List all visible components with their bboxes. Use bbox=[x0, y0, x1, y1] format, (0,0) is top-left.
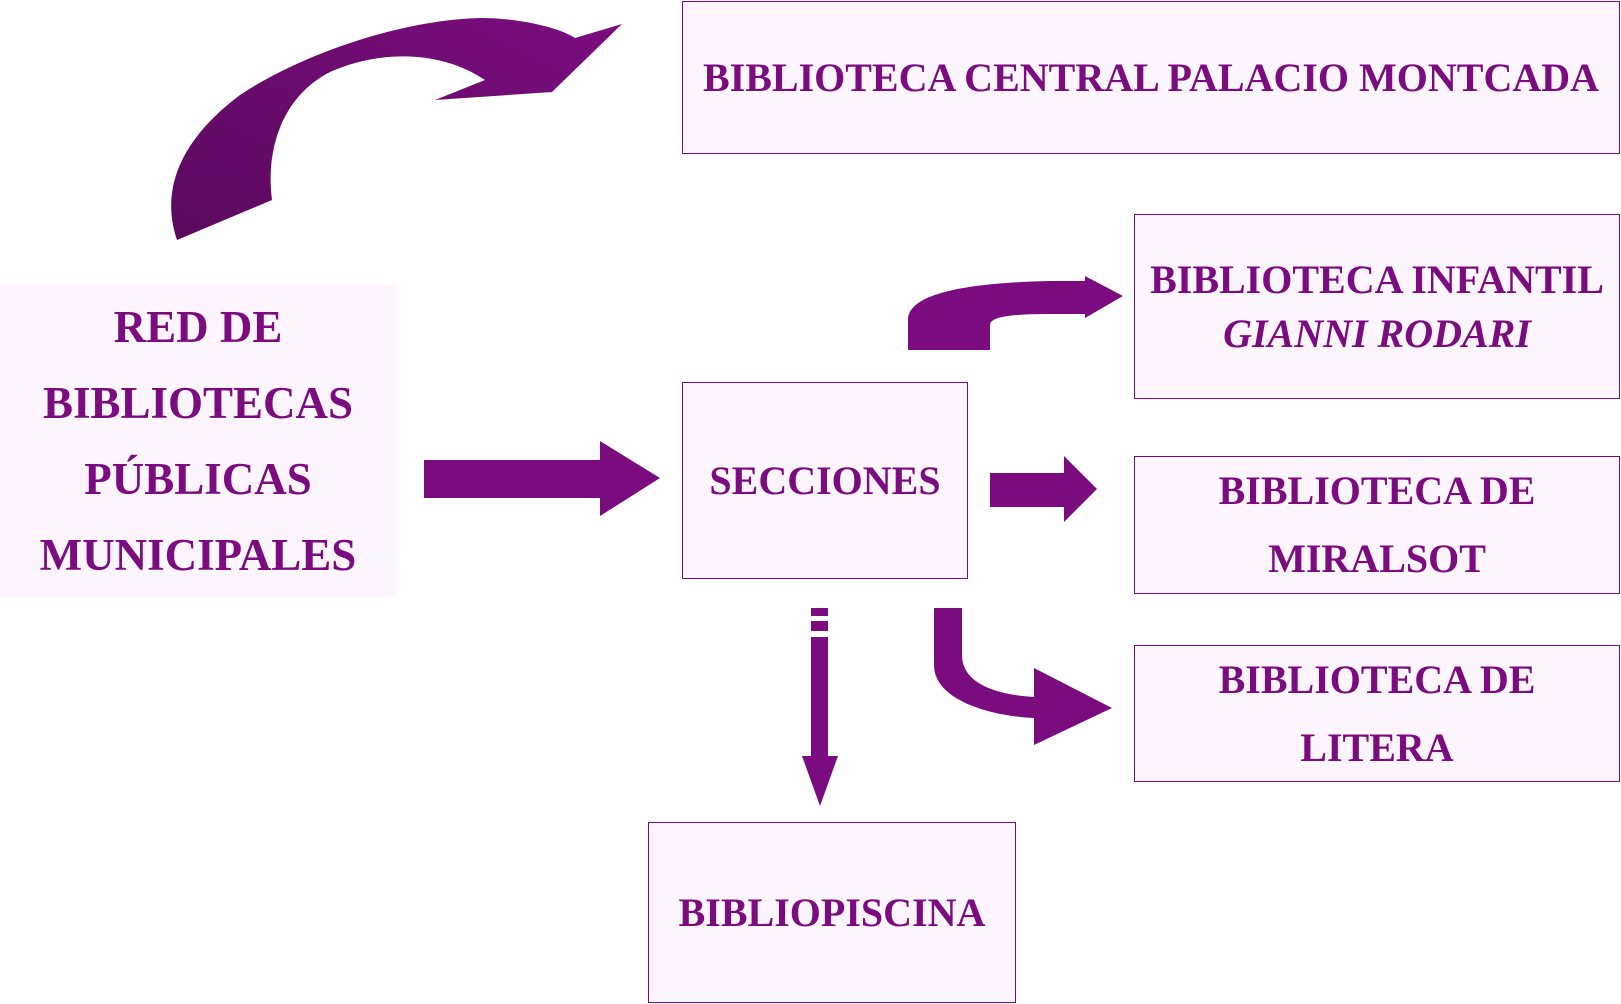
node-label-line: MUNICIPALES bbox=[39, 530, 357, 580]
node-bibliopiscina: BIBLIOPISCINA bbox=[648, 822, 1016, 1003]
node-biblioteca-central: BIBLIOTECA CENTRAL PALACIO MONTCADA bbox=[682, 1, 1620, 154]
node-label-line: LITERA bbox=[1300, 724, 1454, 770]
arrow-secciones-to-infantil bbox=[908, 276, 1123, 350]
arrow-red-to-secciones bbox=[424, 441, 660, 516]
node-secciones: SECCIONES bbox=[682, 382, 968, 579]
node-label: BIBLIOPISCINA bbox=[678, 890, 986, 935]
node-label-line: RED DE bbox=[113, 302, 283, 352]
node-red-de-bibliotecas: RED DE BIBLIOTECAS PÚBLICAS MUNICIPALES bbox=[0, 285, 396, 597]
arrow-secciones-to-litera bbox=[934, 608, 1112, 745]
node-label-line: BIBLIOTECA DE bbox=[1218, 656, 1536, 702]
curved-arrow-to-central bbox=[171, 18, 622, 240]
node-label: SECCIONES bbox=[709, 458, 941, 503]
node-biblioteca-miralsot: BIBLIOTECA DE MIRALSOT bbox=[1134, 456, 1620, 594]
node-label-line: MIRALSOT bbox=[1268, 536, 1486, 581]
arrow-secciones-to-bibliopiscina bbox=[802, 637, 838, 806]
node-label-line: BIBLIOTECA DE bbox=[1218, 468, 1536, 513]
node-label-line: PÚBLICAS bbox=[84, 454, 312, 504]
node-label-line: BIBLIOTECA INFANTIL bbox=[1150, 256, 1604, 302]
node-biblioteca-infantil: BIBLIOTECA INFANTIL GIANNI RODARI bbox=[1134, 214, 1620, 399]
dash-segment bbox=[811, 608, 828, 616]
node-biblioteca-litera: BIBLIOTECA DE LITERA bbox=[1134, 645, 1620, 782]
arrow-secciones-to-miralsot bbox=[990, 456, 1097, 522]
node-label: BIBLIOTECA CENTRAL PALACIO MONTCADA bbox=[702, 55, 1600, 100]
node-label-line: BIBLIOTECAS bbox=[42, 378, 354, 428]
node-label-line-italic: GIANNI RODARI bbox=[1223, 310, 1531, 356]
dash-segment bbox=[811, 621, 828, 631]
